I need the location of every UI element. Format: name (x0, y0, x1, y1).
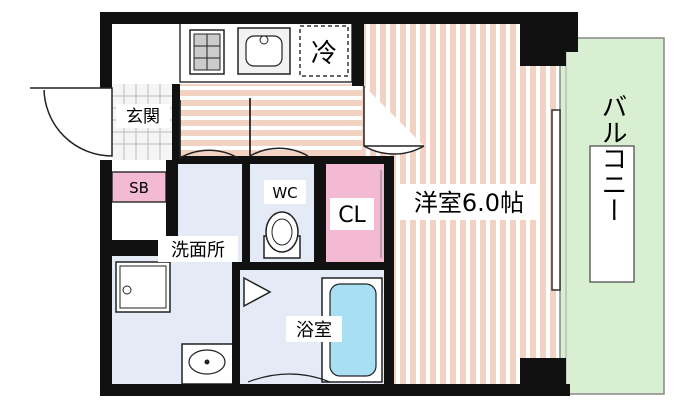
entrance-label: 玄関 (126, 107, 160, 127)
toilet-label: WC (272, 184, 297, 202)
fridge-label: 冷 (311, 39, 337, 69)
toilet-icon (263, 211, 301, 259)
closet-label: CL (338, 203, 366, 228)
shoe-box (111, 171, 167, 203)
balcony-label: バルコニー (597, 93, 627, 223)
bathroom-label: 浴室 (296, 320, 332, 341)
shoe-box-label: SB (129, 179, 149, 197)
washroom-label: 洗面所 (171, 240, 225, 261)
western-room-label: 洋室6.0帖 (414, 189, 524, 217)
entrance-door-swing (43, 87, 113, 157)
window-frame (551, 109, 561, 291)
